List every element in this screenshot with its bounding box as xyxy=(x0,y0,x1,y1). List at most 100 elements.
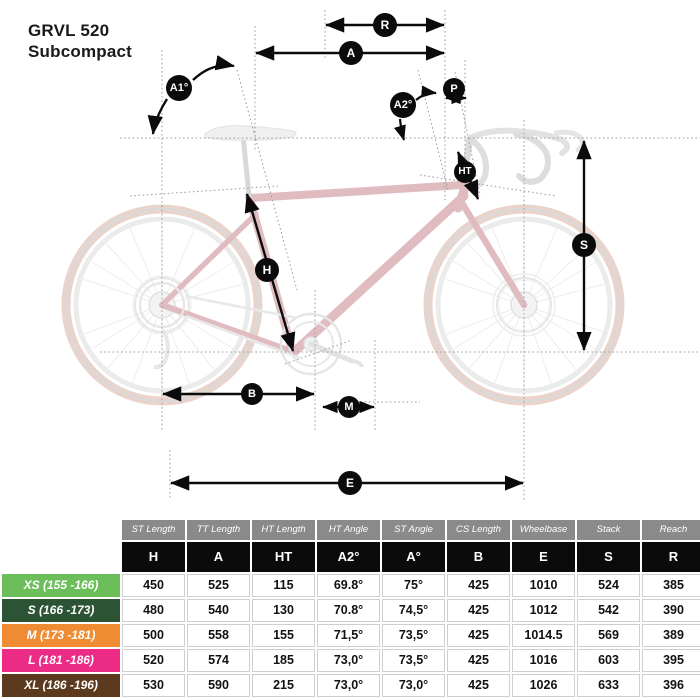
column-header-code: S xyxy=(577,542,640,572)
column-header-name: HT Length xyxy=(252,520,315,540)
size-label-xs: XS (155 -166) xyxy=(2,574,120,597)
arrow-A2-lower xyxy=(393,118,406,141)
table-cell: 155 xyxy=(252,624,315,647)
table-cell: 520 xyxy=(122,649,185,672)
size-code: L xyxy=(28,653,36,667)
table-cell: 1014.5 xyxy=(512,624,575,647)
table-cell: 215 xyxy=(252,674,315,697)
table-cell: 73,0° xyxy=(317,649,380,672)
table-cell: 590 xyxy=(187,674,250,697)
dimension-badge-a: A xyxy=(339,41,363,65)
table-cell: 74,5° xyxy=(382,599,445,622)
table-cell: 73,0° xyxy=(382,674,445,697)
table-cell: 425 xyxy=(447,649,510,672)
table-cell: 530 xyxy=(122,674,185,697)
size-range: (181 -186) xyxy=(38,653,94,667)
bike-artwork xyxy=(61,125,625,406)
header-corner-blank xyxy=(2,520,120,540)
table-cell: 385 xyxy=(642,574,700,597)
column-header-name: ST Angle xyxy=(382,520,445,540)
table-cell: 574 xyxy=(187,649,250,672)
column-header-code: A xyxy=(187,542,250,572)
table-cell: 500 xyxy=(122,624,185,647)
saddle xyxy=(204,125,297,141)
column-header-name: HT Angle xyxy=(317,520,380,540)
dimension-badge-p: P xyxy=(443,78,465,100)
table-cell: 389 xyxy=(642,624,700,647)
table-cell: 425 xyxy=(447,674,510,697)
table-cell: 73,5° xyxy=(382,649,445,672)
bike-geometry-svg xyxy=(61,10,700,500)
table-cell: 73,5° xyxy=(382,624,445,647)
dimension-badge-ht: HT xyxy=(454,161,476,183)
table-cell: 396 xyxy=(642,674,700,697)
size-range: (173 -181) xyxy=(39,628,96,642)
size-label-xl: XL (186 -196) xyxy=(2,674,120,697)
table-cell: 69.8° xyxy=(317,574,380,597)
table-cell: 450 xyxy=(122,574,185,597)
table-cell: 395 xyxy=(642,649,700,672)
table-cell: 425 xyxy=(447,599,510,622)
table-cell: 71,5° xyxy=(317,624,380,647)
column-header-name: TT Length xyxy=(187,520,250,540)
column-header-name: Stack xyxy=(577,520,640,540)
table-cell: 185 xyxy=(252,649,315,672)
table-cell: 540 xyxy=(187,599,250,622)
size-code: S xyxy=(27,603,36,617)
column-header-code: A° xyxy=(382,542,445,572)
size-range: (186 -196) xyxy=(42,678,98,692)
table-cell: 115 xyxy=(252,574,315,597)
page-title: GRVL 520 Subcompact xyxy=(28,21,133,61)
size-range: (166 -173) xyxy=(38,603,95,617)
table-cell: 1012 xyxy=(512,599,575,622)
dimension-badge-r: R xyxy=(373,13,397,37)
arrow-A1-upper xyxy=(192,55,235,81)
dimension-badge-e: E xyxy=(338,471,362,495)
size-code: XL xyxy=(24,678,40,692)
table-cell: 569 xyxy=(577,624,640,647)
table-cell: 73,0° xyxy=(317,674,380,697)
dimension-badge-a2: A2° xyxy=(390,92,416,118)
column-header-code: B xyxy=(447,542,510,572)
dimension-badge-a1: A1° xyxy=(166,75,192,101)
column-header-name: CS Length xyxy=(447,520,510,540)
table-cell: 130 xyxy=(252,599,315,622)
table-cell: 524 xyxy=(577,574,640,597)
table-cell: 75° xyxy=(382,574,445,597)
column-header-code: H xyxy=(122,542,185,572)
size-label-l: L (181 -186) xyxy=(2,649,120,672)
table-cell: 425 xyxy=(447,574,510,597)
table-cell: 525 xyxy=(187,574,250,597)
table-cell: 603 xyxy=(577,649,640,672)
size-label-s: S (166 -173) xyxy=(2,599,120,622)
size-range: (155 -166) xyxy=(42,578,99,592)
column-header-name: Wheelbase xyxy=(512,520,575,540)
size-label-m: M (173 -181) xyxy=(2,624,120,647)
table-cell: 1016 xyxy=(512,649,575,672)
dimension-badge-m: M xyxy=(338,396,360,418)
table-cell: 542 xyxy=(577,599,640,622)
table-cell: 480 xyxy=(122,599,185,622)
table-cell: 390 xyxy=(642,599,700,622)
header-corner-blank xyxy=(2,542,120,572)
column-header-name: Reach xyxy=(642,520,700,540)
column-header-code: R xyxy=(642,542,700,572)
column-header-code: HT xyxy=(252,542,315,572)
table-cell: 558 xyxy=(187,624,250,647)
arrow-A2-upper xyxy=(415,85,437,101)
column-header-name: ST Length xyxy=(122,520,185,540)
dimension-badge-h: H xyxy=(255,258,279,282)
dimension-badge-b: B xyxy=(241,383,263,405)
table-cell: 425 xyxy=(447,624,510,647)
table-cell: 1010 xyxy=(512,574,575,597)
